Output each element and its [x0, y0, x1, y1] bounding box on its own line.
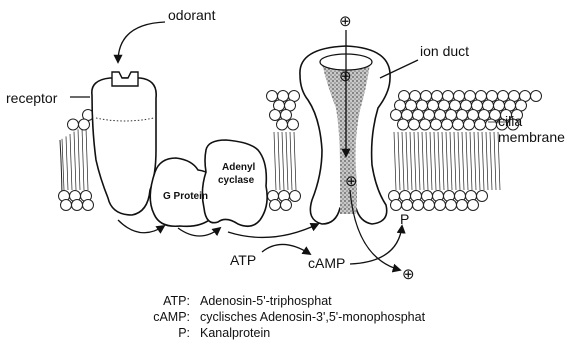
legend-text: Adenosin-5'-triphosphat [200, 294, 332, 308]
lipid-head [270, 200, 281, 211]
lipid-head [486, 119, 497, 130]
lipid-head [288, 119, 299, 130]
lipid-head [468, 200, 479, 211]
ion-plus-channel: ⊕ [345, 173, 358, 190]
lipid-head [409, 119, 420, 130]
lipid-head [457, 200, 468, 211]
lipid-head [72, 200, 83, 211]
camp-p-arrow [350, 226, 402, 264]
legend-abbr: P: [178, 326, 190, 340]
lipid-head [446, 200, 457, 211]
adenyl-label: Adenyl [222, 162, 256, 173]
lipid-head [413, 200, 424, 211]
ion-plus-exit: ⊕ [402, 266, 415, 283]
lipid-head [83, 200, 94, 211]
cilia-label: cilia [498, 113, 522, 129]
cyclase-label: cyclase [218, 175, 255, 186]
odorant-arrow [118, 22, 165, 62]
legend-text: Kanalprotein [200, 326, 270, 340]
lipid-head [79, 119, 90, 130]
camp-label: cAMP [308, 255, 345, 271]
legend-abbr: cAMP: [153, 310, 190, 324]
g-protein-arrow [118, 220, 164, 233]
ion-plus-entry: ⊕ [339, 68, 352, 85]
lipid-head [424, 200, 435, 211]
lipid-head [281, 200, 292, 211]
lipid-head [391, 200, 402, 211]
odorant-molecule [112, 72, 138, 86]
lipid-head [464, 119, 475, 130]
membrane-label: membrane [498, 129, 565, 145]
lipid-head [435, 200, 446, 211]
g-protein-label: G Protein [163, 191, 208, 202]
lipid-head [475, 119, 486, 130]
lipid-head [402, 200, 413, 211]
lipid-head [420, 119, 431, 130]
lipid-head [267, 91, 278, 102]
legend-abbr: ATP: [163, 294, 190, 308]
lipid-head [61, 200, 72, 211]
legend-text: cyclisches Adenosin-3',5'-monophosphat [200, 310, 426, 324]
p-label: P [400, 211, 409, 227]
lipid-head [442, 119, 453, 130]
lipid-head [277, 119, 288, 130]
atp-camp-arrow [262, 244, 310, 254]
atp-label: ATP [230, 252, 256, 268]
lipid-head [290, 191, 301, 202]
lipid-head [431, 119, 442, 130]
lipid-head [270, 110, 281, 121]
lipid-head [398, 119, 409, 130]
lipid-head [453, 119, 464, 130]
ion-duct-label: ion duct [420, 43, 469, 59]
lipid-head [68, 119, 79, 130]
cyclase-arrow [178, 228, 220, 236]
legend: ATP: Adenosin-5'-triphosphat cAMP: cycli… [153, 294, 425, 340]
odorant-label: odorant [168, 7, 216, 23]
ion-plus-top: ⊕ [339, 13, 352, 30]
receptor-label: receptor [6, 90, 58, 106]
lipid-head [531, 91, 542, 102]
lipid-head [391, 110, 402, 121]
lipid-head [477, 191, 488, 202]
